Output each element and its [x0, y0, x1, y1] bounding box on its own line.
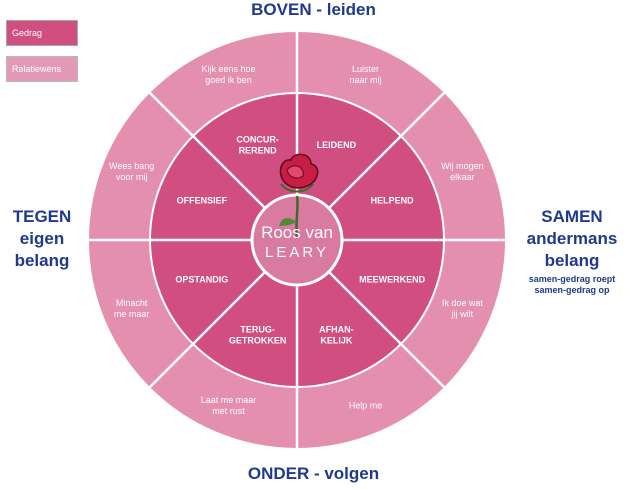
axis-left-line: TEGEN [12, 207, 72, 226]
outer-segment-label: Ik doe wat [442, 298, 484, 308]
center-subtitle: LEARY [265, 244, 329, 261]
axis-label-bottom: ONDER - volgen [247, 464, 380, 483]
outer-segment-label: Minacht [116, 298, 148, 308]
axis-label-left: TEGEN eigen belang [0, 206, 84, 272]
inner-segment-label: HELPEND [371, 196, 415, 206]
axis-label-top: BOVEN - leiden [251, 0, 376, 19]
inner-segment-label: OFFENSIEF [177, 196, 228, 206]
inner-segment-label: TERUG- [240, 325, 275, 335]
rose-icon [279, 153, 319, 239]
inner-segment-label: REREND [239, 145, 278, 155]
outer-segment-label: jij wilt [451, 309, 474, 319]
outer-segment-label: Kijk eens hoe [201, 64, 255, 74]
inner-segment-label: LEIDEND [317, 140, 357, 150]
center-circle [250, 193, 344, 287]
axis-right-note: samen-gedrag roept samen-gedrag op [518, 274, 626, 296]
outer-segment-label: Luister [352, 64, 379, 74]
inner-segment-label: MEEWERKEND [359, 274, 426, 284]
axis-label-right: SAMEN andermans belang samen-gedrag roep… [518, 206, 626, 296]
axis-right-line: SAMEN [541, 207, 603, 226]
inner-segment-label: GETROKKEN [229, 336, 287, 346]
outer-segment-label: goed ik ben [205, 75, 252, 85]
axis-left-line: belang [14, 251, 70, 270]
outer-segment-label: Laat me maar [201, 395, 257, 405]
outer-segment-label: Wees bang [109, 161, 154, 171]
inner-segment-label: OPSTANDIG [175, 274, 228, 284]
outer-segment-label: Help me [349, 400, 383, 410]
axis-right-note-line: samen-gedrag op [534, 285, 610, 295]
inner-segment-label: CONCUR- [236, 134, 279, 144]
center-title: Roos van [261, 223, 333, 242]
outer-segment-label: Wij mogen [441, 161, 484, 171]
axis-right-line: andermans [526, 229, 618, 248]
outer-segment-label: elkaar [450, 172, 475, 182]
outer-segment-label: naar mij [349, 75, 381, 85]
outer-segment-label: voor mij [116, 172, 148, 182]
gedrag-button[interactable]: Gedrag [6, 20, 78, 46]
outer-segment-label: met rust [212, 406, 245, 416]
inner-segment-label: KELIJK [320, 336, 353, 346]
axis-right-note-line: samen-gedrag roept [528, 274, 616, 284]
outer-segment-label: me maar [114, 309, 150, 319]
axis-left-line: eigen [19, 229, 65, 248]
inner-segment-label: AFHAN- [319, 325, 354, 335]
axis-right-line: belang [544, 251, 600, 270]
relatiewens-button[interactable]: Relatiewens [6, 56, 78, 82]
